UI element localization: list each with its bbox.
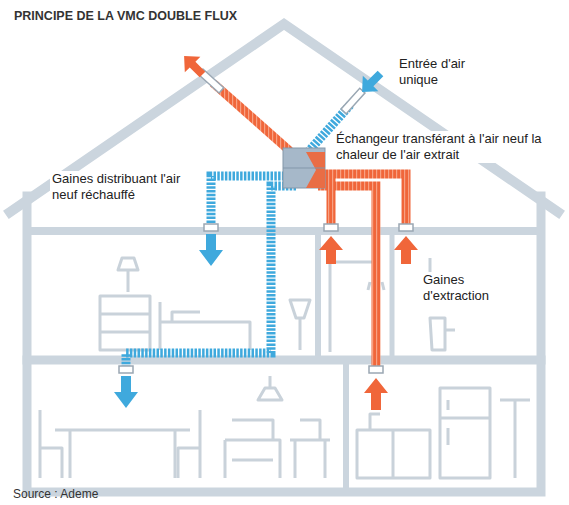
furniture [290, 420, 330, 478]
diagram-title: PRINCIPE DE LA VMC DOUBLE FLUX [14, 8, 237, 24]
furniture [40, 258, 530, 478]
airflow-arrows [394, 236, 418, 264]
house-outline [315, 231, 321, 360]
airflow-arrows [114, 48, 418, 410]
vent-caps [324, 224, 338, 231]
furniture [290, 300, 310, 350]
supply-ducts [126, 104, 351, 368]
house-outline [27, 227, 541, 235]
heat-exchanger [306, 152, 325, 188]
callout-label: Entrée d'air unique [397, 56, 506, 88]
house-outline [10, 24, 558, 212]
supply-ducts [126, 186, 296, 368]
airflow-arrows [114, 376, 138, 408]
extract-ducts [318, 186, 376, 368]
airflow-arrows [176, 48, 210, 82]
airflow-arrows [199, 234, 223, 266]
furniture [40, 410, 200, 478]
airflow-arrows [354, 66, 388, 100]
furniture [258, 376, 282, 400]
heat-exchanger [283, 148, 325, 188]
vent-caps [399, 224, 413, 231]
furniture [430, 318, 455, 350]
house-outline [27, 196, 541, 492]
furniture [330, 262, 375, 352]
vent-caps [119, 366, 133, 373]
furniture [160, 302, 250, 350]
furniture [55, 430, 190, 478]
furniture [357, 414, 430, 478]
furniture [118, 258, 138, 292]
airflow-arrows [364, 378, 388, 410]
house-outline [27, 356, 541, 365]
vent-caps [341, 88, 365, 113]
house-outline [10, 24, 558, 492]
furniture [225, 420, 280, 478]
heat-exchanger [283, 148, 325, 188]
furniture [440, 388, 490, 478]
source-caption: Source : Ademe [13, 486, 98, 502]
callout-label: Gaines distribuant l'air neuf réchauffé [50, 171, 199, 203]
heat-exchanger [283, 168, 325, 169]
house-outline [343, 360, 349, 492]
vent-caps [204, 224, 218, 231]
vent-caps [369, 366, 383, 373]
callout-label: Gaines d'extraction [421, 272, 517, 304]
house-outline [390, 231, 395, 360]
furniture [500, 400, 530, 478]
extract-ducts [213, 83, 406, 368]
airflow-arrows [319, 236, 343, 264]
callout-label: Échangeur transférant à l'air neuf la ch… [334, 131, 560, 163]
vent-caps [119, 69, 413, 373]
furniture [100, 296, 150, 350]
